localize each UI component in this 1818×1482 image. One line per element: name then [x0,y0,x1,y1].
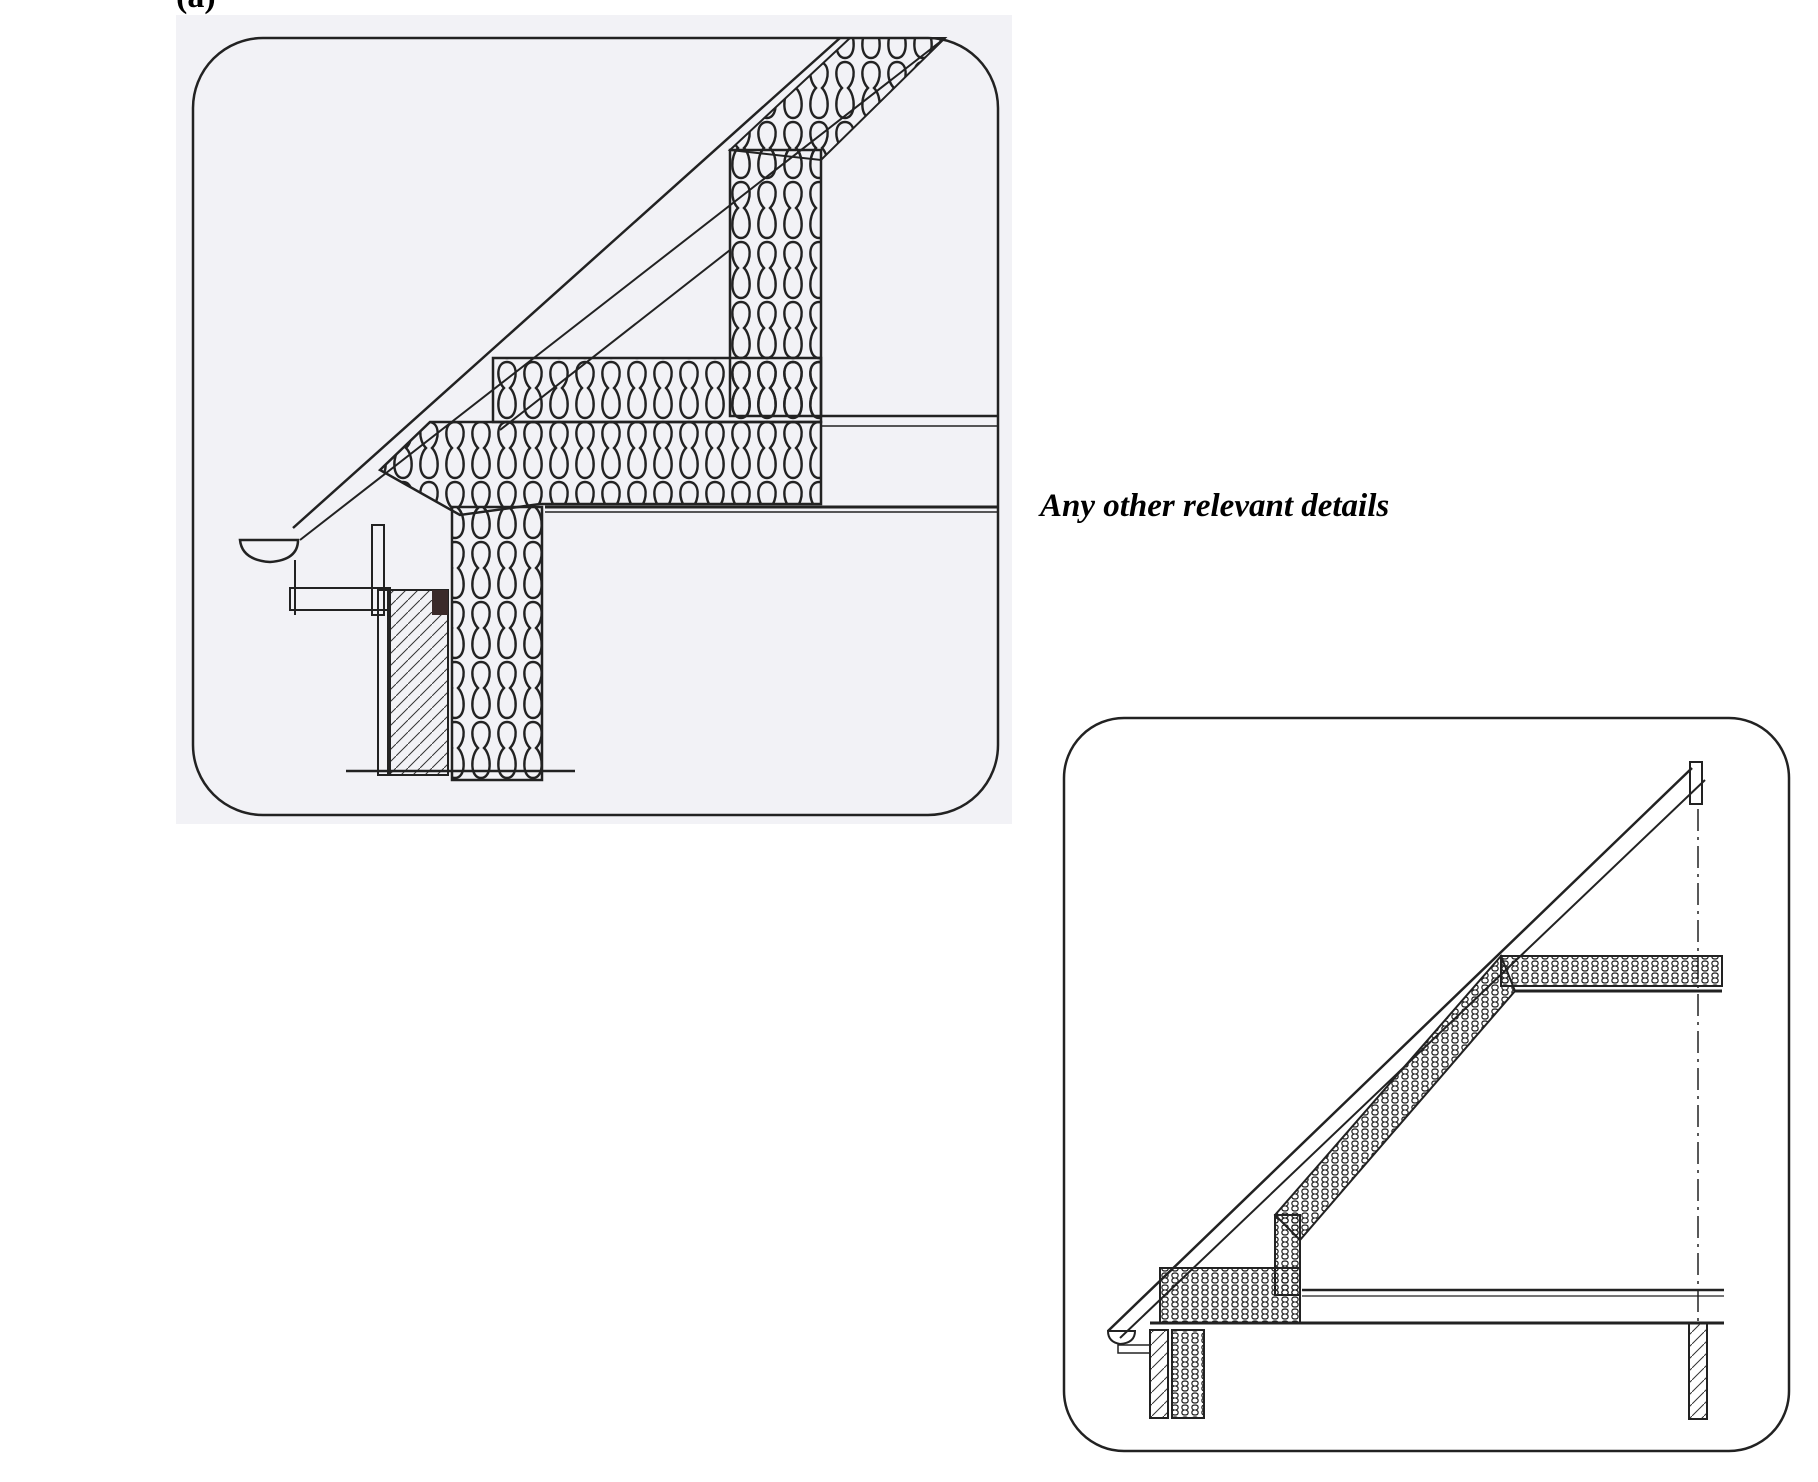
eaves-insulation [1159,1267,1301,1324]
roof-line [292,37,841,529]
drawing-frame [191,36,1000,817]
drawing-frame [1062,716,1791,1453]
soffit [289,587,391,611]
wall-insulation [1171,1329,1205,1419]
ceiling-insulation-upper [491,356,823,424]
ceiling-insulation [1500,955,1723,987]
wall-insulation [450,505,544,782]
internal-wall [1688,1322,1708,1420]
roof-eaves-section-detail [176,15,1012,824]
roof-section-overview [1062,716,1791,1453]
ceiling-insulation-lower [377,420,823,517]
roof-line [1107,767,1693,1332]
gutter [238,538,300,564]
gutter [1106,1330,1137,1346]
figure-label: (a) [176,0,216,16]
masonry-wall [389,589,449,776]
cavity-closer [432,590,448,615]
sloped-insulation [1273,954,1517,1242]
masonry-wall [1149,1329,1169,1419]
soffit [1117,1344,1151,1354]
ridge [1689,761,1703,805]
caption-text: Any other relevant details [1040,488,1390,524]
fascia-bracket [371,524,385,616]
